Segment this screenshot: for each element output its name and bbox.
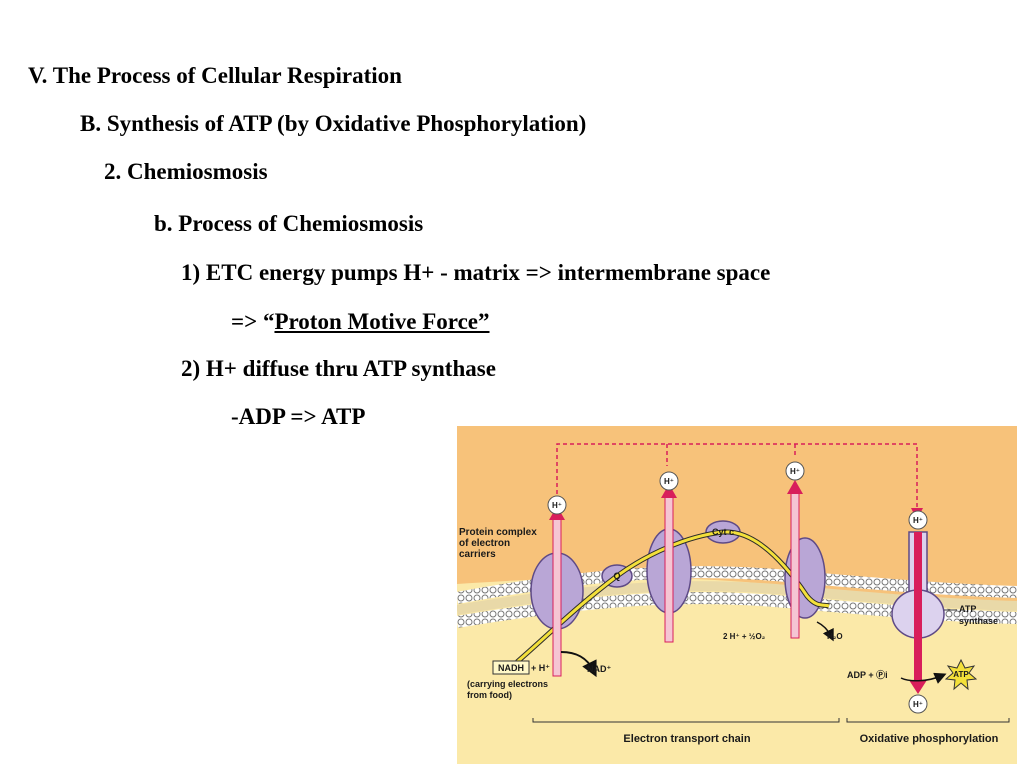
proton-arrow-1 (552, 517, 562, 677)
proton-badge-5: H⁺ (908, 694, 928, 714)
svg-text:H⁺: H⁺ (913, 700, 923, 709)
svg-text:H⁺: H⁺ (664, 477, 674, 486)
label-oxidative-phosphorylation: Oxidative phosphorylation (860, 733, 999, 745)
label-carrying-1: (carrying electrons (467, 679, 548, 689)
proton-arrow-2 (664, 495, 674, 643)
outline-heading-b: B. Synthesis of ATP (by Oxidative Phosph… (80, 111, 587, 136)
label-protein-complex-3: carriers (459, 549, 496, 560)
outline-heading-v: V. The Process of Cellular Respiration (28, 63, 402, 88)
label-q: Q (613, 571, 620, 581)
proton-badge-4: H⁺ (908, 510, 928, 530)
proton-badge-3: H⁺ (785, 461, 805, 481)
label-carrying-2: from food) (467, 690, 512, 700)
svg-text:H⁺: H⁺ (913, 516, 923, 525)
pmf-term: Proton Motive Force” (274, 309, 490, 334)
nadh-box (492, 660, 530, 675)
svg-text:H⁺: H⁺ (790, 467, 800, 476)
proton-arrow-3 (790, 491, 800, 639)
svg-text:H⁺: H⁺ (552, 501, 562, 510)
proton-arrow-atp-synthase (914, 532, 922, 682)
outline-proton-motive-force: => “Proton Motive Force” (231, 310, 490, 333)
outline-item-2: 2. Chemiosmosis (104, 159, 268, 184)
pmf-prefix: => “ (231, 309, 275, 334)
proton-badge-2: H⁺ (659, 471, 679, 491)
label-protein-complex-1: Protein complex (459, 527, 537, 538)
label-adp-pi: ADP + Ⓟi (847, 669, 888, 680)
outline-item-b: b. Process of Chemiosmosis (154, 211, 424, 236)
outline-point-2: 2) H+ diffuse thru ATP synthase (181, 356, 496, 381)
outline-adp-atp: -ADP => ATP (231, 404, 366, 429)
proton-badge-1: H⁺ (547, 495, 567, 515)
atp-burst-icon (944, 658, 978, 691)
label-nad: NAD⁺ (587, 664, 611, 674)
label-protein-complex-2: of electron (459, 538, 510, 549)
label-plus-h: + H⁺ (531, 663, 550, 673)
label-atp-synthase-1: ATP (959, 604, 976, 614)
electron-path (516, 530, 830, 664)
proton-return-path (556, 443, 923, 520)
label-nadh: NADH (498, 663, 524, 673)
label-electron-transport-chain: Electron transport chain (623, 733, 750, 745)
label-atp-synthase-2: synthase (959, 616, 998, 626)
label-cyt-c: Cyt c (712, 527, 734, 537)
label-water-reaction: 2 H⁺ + ½O₂ (723, 632, 766, 641)
mitochondrial-matrix (457, 577, 1017, 764)
etc-bracket (532, 718, 840, 723)
outline-point-1: 1) ETC energy pumps H+ - matrix => inter… (181, 260, 771, 285)
chemiosmosis-diagram: H⁺ H⁺ H⁺ H⁺ H⁺ Protein complex of electr… (457, 426, 1017, 764)
oxphos-bracket (846, 718, 1010, 723)
label-atp: ATP (953, 670, 969, 679)
label-water: H₂O (827, 632, 843, 641)
